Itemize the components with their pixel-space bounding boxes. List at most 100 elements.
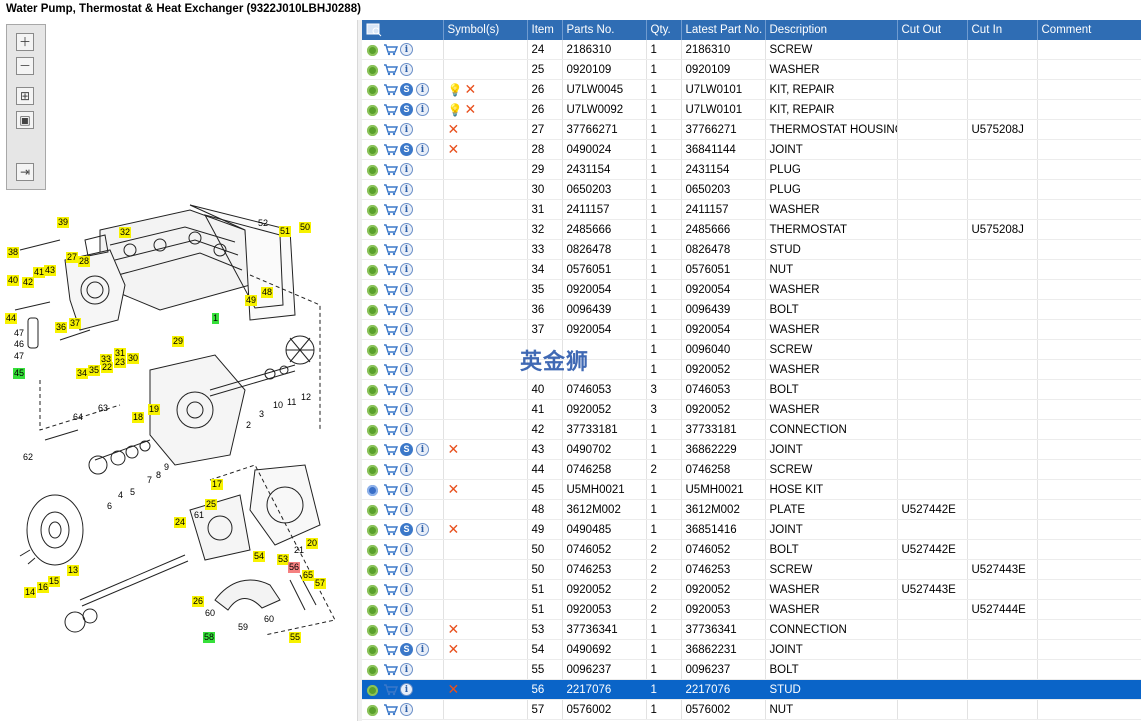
gear-icon[interactable] [367, 305, 378, 316]
item-callout[interactable]: 18 [132, 412, 145, 423]
gear-icon[interactable] [367, 445, 378, 456]
item-callout[interactable]: 28 [78, 256, 91, 267]
column-header-item[interactable]: Item [527, 20, 563, 40]
add-to-cart-icon[interactable] [383, 363, 398, 377]
item-callout[interactable]: 16 [37, 582, 50, 593]
panel-splitter[interactable] [357, 20, 362, 721]
item-callout[interactable]: 10 [273, 400, 284, 410]
gear-icon[interactable] [367, 405, 378, 416]
item-callout[interactable]: 52 [258, 218, 269, 228]
gear-icon[interactable] [367, 45, 378, 56]
add-to-cart-icon[interactable] [383, 83, 398, 97]
column-header-qty[interactable]: Qty. [646, 20, 682, 40]
supersession-icon[interactable]: S [400, 523, 413, 536]
add-to-cart-icon[interactable] [383, 503, 398, 517]
column-header-actions[interactable] [362, 20, 444, 40]
item-callout[interactable]: 22 [101, 362, 114, 373]
add-to-cart-icon[interactable] [383, 63, 398, 77]
gear-icon[interactable] [367, 645, 378, 656]
gear-icon[interactable] [367, 425, 378, 436]
info-icon[interactable]: i [416, 443, 429, 456]
add-to-cart-icon[interactable] [383, 463, 398, 477]
item-callout[interactable]: 59 [238, 622, 249, 632]
info-icon[interactable]: i [400, 303, 413, 316]
info-icon[interactable]: i [400, 243, 413, 256]
gear-icon[interactable] [367, 325, 378, 336]
item-callout[interactable]: 39 [57, 217, 70, 228]
info-icon[interactable]: i [416, 643, 429, 656]
column-header-cut-in[interactable]: Cut In [967, 20, 1038, 40]
item-callout[interactable]: 51 [279, 226, 292, 237]
gear-icon[interactable] [367, 705, 378, 716]
add-to-cart-icon[interactable] [383, 103, 398, 117]
item-callout[interactable]: 65 [302, 570, 315, 581]
add-to-cart-icon[interactable] [383, 283, 398, 297]
info-icon[interactable]: i [400, 623, 413, 636]
add-to-cart-icon[interactable] [383, 303, 398, 317]
item-callout[interactable]: 60 [205, 608, 216, 618]
gear-icon[interactable] [367, 525, 378, 536]
add-to-cart-icon[interactable] [383, 543, 398, 557]
item-callout[interactable]: 32 [119, 227, 132, 238]
add-to-cart-icon[interactable] [383, 443, 398, 457]
item-callout[interactable]: 47 [14, 351, 25, 361]
supersession-icon[interactable]: S [400, 83, 413, 96]
item-callout[interactable]: 43 [44, 265, 57, 276]
item-callout[interactable]: 41 [33, 267, 46, 278]
info-icon[interactable]: i [400, 483, 413, 496]
item-callout[interactable]: 49 [245, 295, 258, 306]
fit-page-button[interactable]: ⊞ [16, 87, 34, 105]
column-header-comment[interactable]: Comment [1037, 20, 1141, 40]
info-icon[interactable]: i [400, 383, 413, 396]
column-header-parts-no[interactable]: Parts No. [562, 20, 647, 40]
add-to-cart-icon[interactable] [383, 383, 398, 397]
item-callout[interactable]: 62 [23, 452, 34, 462]
gear-icon[interactable] [367, 285, 378, 296]
item-callout[interactable]: 57 [314, 578, 327, 589]
add-to-cart-icon[interactable] [383, 583, 398, 597]
item-callout[interactable]: 64 [73, 412, 84, 422]
item-callout[interactable]: 7 [147, 475, 153, 485]
gear-icon[interactable] [367, 545, 378, 556]
gear-icon[interactable] [367, 505, 378, 516]
supersession-icon[interactable]: S [400, 103, 413, 116]
column-header-cut-out[interactable]: Cut Out [897, 20, 968, 40]
item-callout[interactable]: 27 [66, 252, 79, 263]
add-to-cart-icon[interactable] [383, 523, 398, 537]
note-bulb-icon[interactable]: 💡 [447, 102, 463, 117]
add-to-cart-icon[interactable] [383, 663, 398, 677]
item-callout[interactable]: 55 [289, 632, 302, 643]
gear-icon[interactable] [367, 205, 378, 216]
info-icon[interactable]: i [416, 103, 429, 116]
item-callout[interactable]: 34 [76, 368, 89, 379]
item-callout[interactable]: 63 [98, 403, 109, 413]
gear-icon[interactable] [367, 685, 378, 696]
actual-size-button[interactable]: ▣ [16, 111, 34, 129]
supersession-icon[interactable]: S [400, 443, 413, 456]
info-icon[interactable]: i [400, 583, 413, 596]
item-callout[interactable]: 60 [264, 614, 275, 624]
gear-icon[interactable] [367, 125, 378, 136]
info-icon[interactable]: i [400, 663, 413, 676]
add-to-cart-icon[interactable] [383, 323, 398, 337]
info-icon[interactable]: i [400, 363, 413, 376]
note-bulb-icon[interactable]: 💡 [447, 82, 463, 97]
info-icon[interactable]: i [400, 223, 413, 236]
add-to-cart-icon[interactable] [383, 343, 398, 357]
gear-icon[interactable] [367, 85, 378, 96]
item-callout[interactable]: 9 [164, 462, 170, 472]
zoom-out-button[interactable]: － [16, 57, 34, 75]
add-to-cart-icon[interactable] [383, 183, 398, 197]
info-icon[interactable]: i [400, 283, 413, 296]
